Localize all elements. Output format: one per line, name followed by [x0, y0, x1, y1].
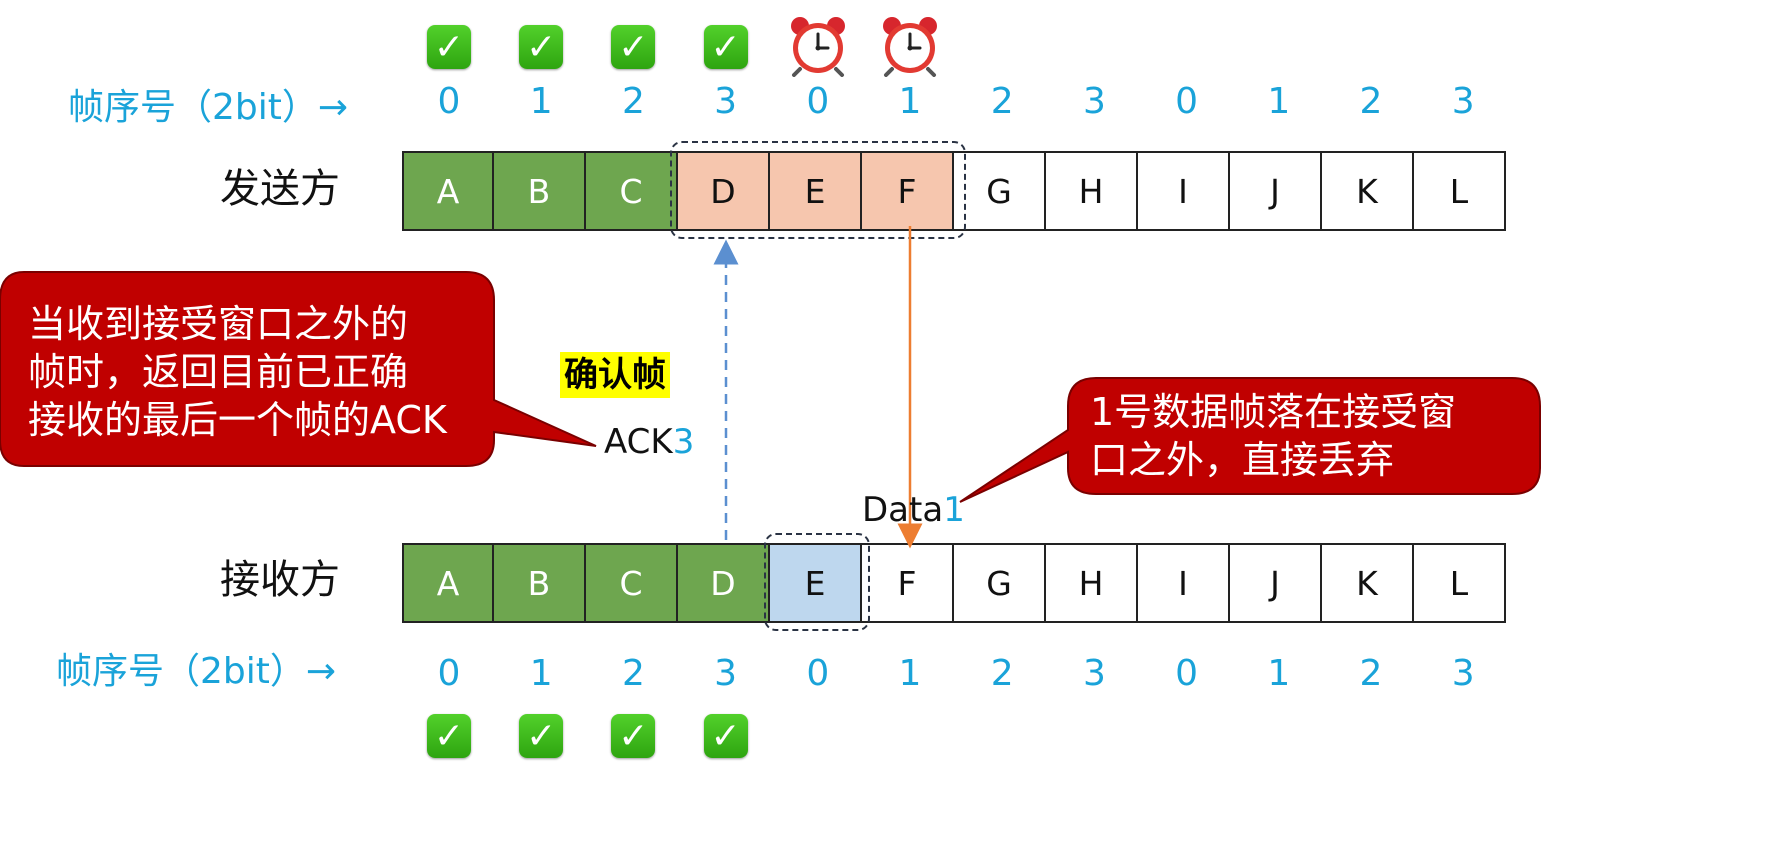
receiver-frame-d: D: [676, 543, 770, 623]
sender-frame-a: A: [402, 151, 494, 231]
sender-seq-number: 0: [437, 81, 461, 122]
callout-right-line: 口之外，直接丢弃: [1090, 438, 1395, 482]
ack-prefix: ACK: [604, 422, 673, 462]
alarm-clock-icon: [878, 13, 942, 81]
callout-left-text: 当收到接受窗口之外的 帧时，返回目前已正确 接收的最后一个帧的ACK: [28, 300, 488, 444]
sender-seq-label: 帧序号（2bit）→: [68, 87, 349, 128]
receiver-frame-l: L: [1412, 543, 1506, 623]
sender-seq-number: 2: [990, 81, 1014, 122]
check-icon: ✓: [427, 714, 471, 758]
data-number: 1: [943, 490, 965, 530]
check-icon: ✓: [703, 25, 748, 69]
sender-seq-number: 0: [1175, 81, 1199, 122]
alarm-clock-icon: [786, 13, 850, 81]
receiver-seq-number: 2: [990, 653, 1014, 694]
receiver-frame-b: B: [492, 543, 586, 623]
receiver-seq-number: 3: [1082, 653, 1106, 694]
sender-frame-l: L: [1412, 151, 1506, 231]
check-icon: ✓: [611, 25, 656, 69]
receiver-seq-number: 3: [1451, 653, 1475, 694]
sender-seq-number: 2: [1359, 81, 1383, 122]
receiver-label: 接收方: [220, 557, 340, 603]
ack-frame-label: 确认帧: [560, 352, 670, 398]
check-icon: ✓: [519, 25, 564, 69]
receiver-seq-number: 1: [1267, 653, 1291, 694]
receiver-seq-number: 1: [529, 653, 553, 694]
sender-seq-number: 1: [1267, 81, 1291, 122]
check-icon: ✓: [611, 714, 656, 758]
ack-number: 3: [672, 422, 695, 462]
sender-frame-e: E: [768, 151, 862, 231]
data-message: Data1: [862, 490, 965, 530]
sender-seq-number: 0: [806, 81, 830, 122]
receiver-seq-number: 0: [1175, 653, 1199, 694]
check-icon: ✓: [427, 25, 471, 69]
callout-left-line: 帧时，返回目前已正确: [28, 350, 409, 394]
receiver-seq-label: 帧序号（2bit）→: [56, 651, 337, 692]
callout-right-text: 1号数据帧落在接受窗 口之外，直接丢弃: [1090, 388, 1530, 484]
sender-frame-c: C: [584, 151, 678, 231]
callout-right-line: 1号数据帧落在接受窗: [1090, 390, 1457, 434]
data-prefix: Data: [862, 490, 944, 530]
sender-seq-number: 3: [1451, 81, 1475, 122]
check-icon: ✓: [519, 714, 564, 758]
sender-seq-number: 2: [621, 81, 645, 122]
ack-message: ACK3: [604, 422, 694, 462]
callout-right-bubble: [959, 377, 1541, 503]
receiver-seq-number: 2: [1359, 653, 1383, 694]
callout-left-line: 当收到接受窗口之外的: [28, 302, 409, 346]
receiver-seq-number: 0: [806, 653, 830, 694]
receiver-seq-number: 1: [898, 653, 922, 694]
sender-label: 发送方: [220, 166, 340, 212]
sender-window: [670, 141, 966, 239]
receiver-seq-number: 2: [621, 653, 645, 694]
receiver-seq-number: 3: [714, 653, 738, 694]
receiver-seq-number: 0: [437, 653, 461, 694]
callout-left-line: 接收的最后一个帧的ACK: [28, 398, 447, 442]
sender-seq-number: 1: [529, 81, 553, 122]
receiver-frame-c: C: [584, 543, 678, 623]
check-icon: ✓: [703, 714, 748, 758]
sender-seq-number: 1: [898, 81, 922, 122]
sender-seq-number: 3: [714, 81, 738, 122]
callout-left-bubble: [0, 271, 597, 467]
receiver-window: [764, 533, 870, 631]
sender-seq-number: 3: [1082, 81, 1106, 122]
